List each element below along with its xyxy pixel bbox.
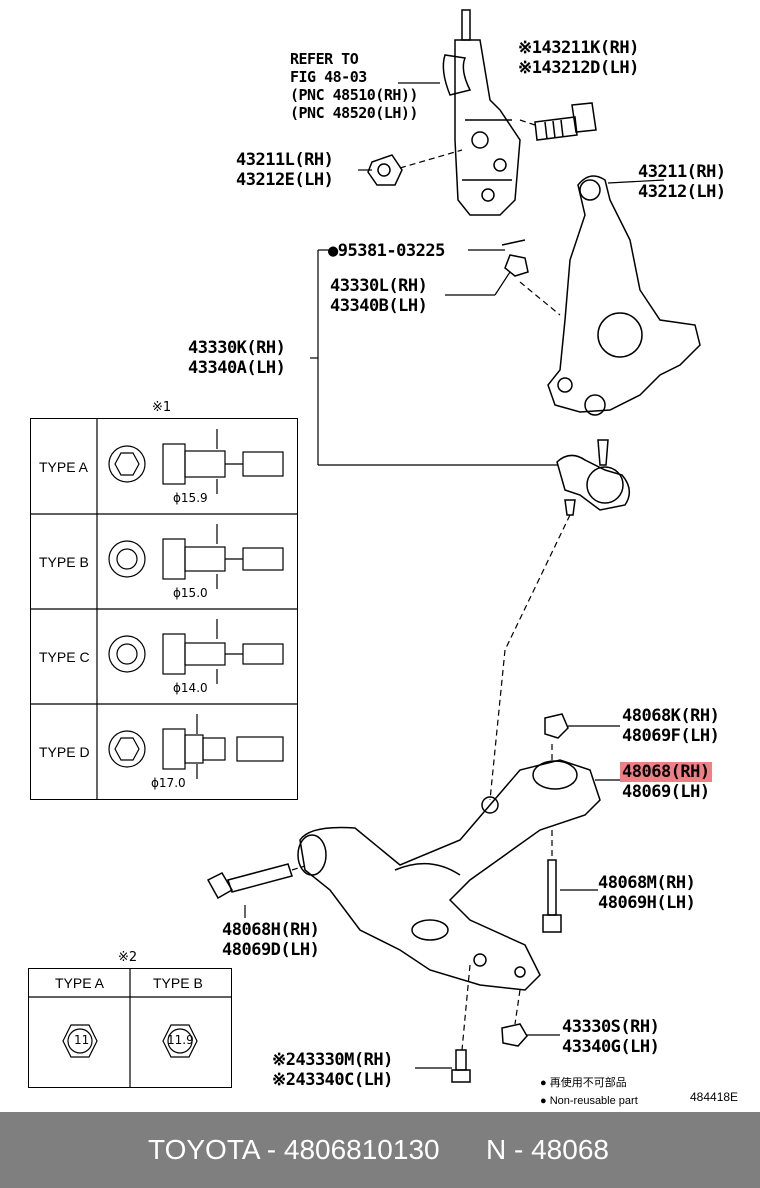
balljoint-bolt-drawing (451, 1049, 471, 1083)
table1-mark: ※1 (152, 400, 172, 415)
drawing-code: 484418E (690, 1090, 739, 1104)
type-d-diameter: ϕ17.0 (151, 776, 186, 790)
type-c-diameter: ϕ14.0 (173, 681, 208, 695)
camber-bolt-drawing (534, 102, 597, 141)
bolt-43330m-label: ※243330M(RH) ※243340C(LH) (272, 1050, 393, 1090)
rear-bolt-drawing (542, 859, 562, 933)
bolt-type-b-drawing (108, 524, 284, 589)
type-c-label: TYPE C (39, 649, 90, 665)
type-b-label: TYPE B (39, 554, 89, 570)
nut-type-b-mark: 11.9 (167, 1033, 194, 1047)
nut-43330s-label: 43330S(RH) 43340G(LH) (562, 1017, 660, 1057)
pin-95381-label: ●95381-03225 (328, 241, 445, 261)
nut-43211l-label: 43211L(RH) 43212E(LH) (236, 150, 334, 190)
dashed-alignment-lines (291, 119, 571, 1051)
bolt-48068h-label: 48068H(RH) 48069D(LH) (222, 920, 320, 960)
table2-mark: ※2 (118, 950, 138, 965)
nut-type-b-drawing (162, 1024, 198, 1058)
legend-en: ● Non-reusable part (540, 1095, 638, 1107)
bolt-43211k-label: ※143211K(RH) ※143212D(LH) (518, 38, 639, 78)
type-a-label: TYPE A (39, 459, 89, 475)
strut-drawing (442, 9, 521, 216)
bolt-type-d-drawing (108, 714, 284, 779)
flange-nut-drawing (367, 154, 403, 186)
balljoint-nut-drawing (501, 1023, 528, 1047)
lower-arm-lh-label: 48069(LH) (622, 782, 710, 802)
bolt-48068m-label: 48068M(RH) 48069H(LH) (598, 873, 696, 913)
type-a-diameter: ϕ15.9 (173, 491, 208, 505)
nut-type-b-header: TYPE B (153, 975, 203, 991)
knuckle-43211-label: 43211(RH) 43212(LH) (638, 162, 726, 202)
nut-type-a-header: TYPE A (55, 975, 105, 991)
nut-type-a-drawing (62, 1024, 98, 1058)
footer-part-number: TOYOTA - 4806810130 (148, 1134, 440, 1165)
nut-43330l-label: 43330L(RH) 43340B(LH) (330, 276, 428, 316)
lower-arm-drawing (297, 759, 601, 991)
parts-diagram: REFER TO FIG 48-03 (PNC 48510(RH)) (PNC … (28, 9, 739, 1107)
ball-joint-drawing (556, 439, 631, 516)
nut-48068k-label: 48068K(RH) 48069F(LH) (622, 706, 720, 746)
balljoint-43330k-label: 43330K(RH) 43340A(LH) (188, 338, 286, 378)
nut-type-table: TYPE A TYPE B 11 11.9 (28, 968, 232, 1088)
front-bolt-drawing (206, 863, 293, 900)
parts-illustration (206, 9, 701, 1083)
type-d-label: TYPE D (39, 744, 90, 760)
type-b-diameter: ϕ15.0 (173, 586, 208, 600)
nut-type-a-mark: 11 (74, 1033, 90, 1047)
lower-arm-rh-label[interactable]: 48068(RH) (620, 762, 712, 782)
footer-bar: TOYOTA - 4806810130 N - 48068 (0, 1112, 760, 1188)
leader-lines (244, 82, 665, 1069)
bolt-type-table: TYPE A TYPE B TYPE C TYPE D ϕ15.9 ϕ15.0 … (30, 418, 298, 800)
arm-nut-drawing (544, 713, 569, 739)
bolt-type-a-drawing (108, 429, 284, 494)
refer-fig-label: REFER TO FIG 48-03 (PNC 48510(RH)) (PNC … (290, 50, 418, 122)
steering-knuckle-drawing (501, 175, 701, 416)
legend-jp: ● 再使用不可部品 (540, 1077, 627, 1089)
bolt-type-c-drawing (108, 619, 284, 684)
footer-pnc: N - 48068 (486, 1134, 609, 1165)
